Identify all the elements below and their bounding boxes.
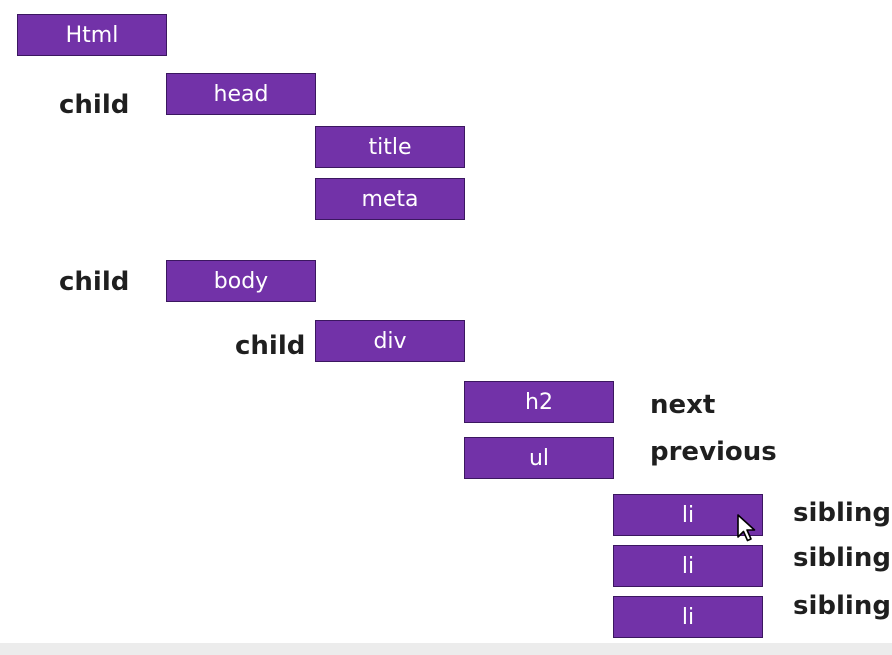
node-head: head <box>166 73 316 115</box>
bottom-strip <box>0 643 892 655</box>
node-li-3: li <box>613 596 763 638</box>
label-body-child: child <box>59 267 130 297</box>
node-body: body <box>166 260 316 302</box>
label-sibling-1: sibling <box>793 498 891 528</box>
node-title: title <box>315 126 465 168</box>
label-sibling-2: sibling <box>793 543 891 573</box>
label-div-child: child <box>235 331 306 361</box>
mouse-pointer-icon <box>737 514 756 542</box>
label-previous: previous <box>650 437 777 467</box>
label-head-child: child <box>59 90 130 120</box>
label-sibling-3: sibling <box>793 591 891 621</box>
node-ul: ul <box>464 437 614 479</box>
node-li-2: li <box>613 545 763 587</box>
node-meta: meta <box>315 178 465 220</box>
label-next: next <box>650 390 716 420</box>
node-h2: h2 <box>464 381 614 423</box>
node-div: div <box>315 320 465 362</box>
node-html: Html <box>17 14 167 56</box>
